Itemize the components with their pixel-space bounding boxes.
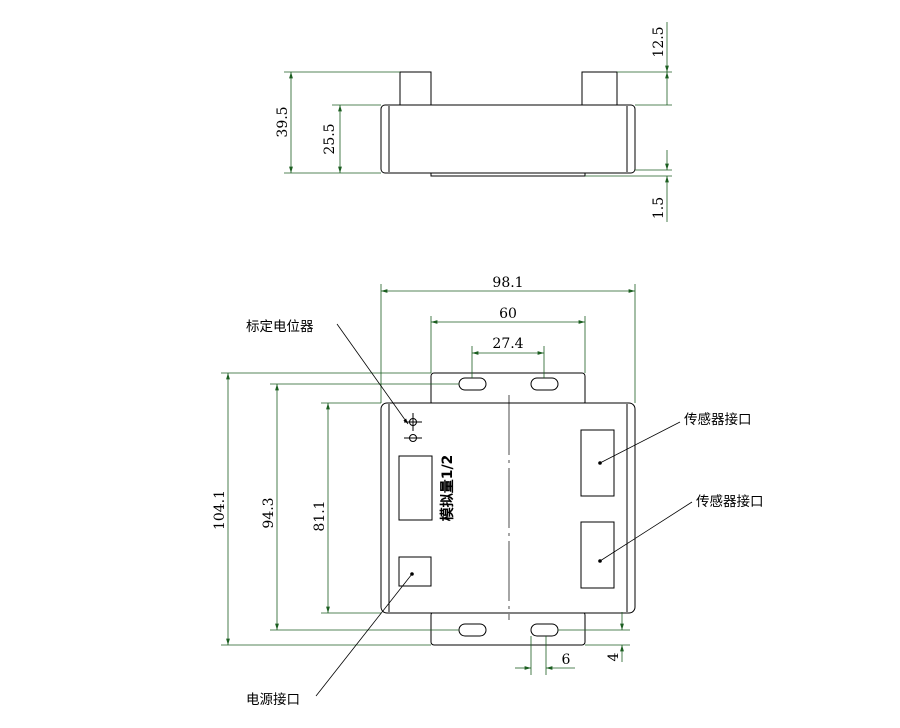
side-body bbox=[380, 104, 636, 174]
dim-bottom-offset: 1.5 bbox=[585, 150, 672, 222]
dim-overall-width: 98.1 bbox=[380, 275, 636, 403]
dim-body-height: 25.5 bbox=[322, 104, 381, 173]
sensor-connector-2 bbox=[580, 521, 615, 589]
board-label: 模拟量1/2 bbox=[439, 455, 456, 522]
side-left-post bbox=[399, 71, 432, 107]
side-bottom-plate bbox=[430, 172, 586, 177]
dim-post-height: 12.5 bbox=[617, 22, 672, 106]
dim-text-98-1: 98.1 bbox=[492, 275, 523, 291]
dim-text-1-5: 1.5 bbox=[651, 197, 667, 219]
dim-tab-offset: 4 bbox=[558, 612, 630, 662]
label-sensor-port-2: 传感器接口 bbox=[696, 493, 764, 510]
dim-tab-width: 60 bbox=[430, 306, 586, 373]
dim-slot-spacing: 27.4 bbox=[471, 336, 545, 378]
dim-slot-width: 6 bbox=[515, 636, 575, 675]
label-potentiometer: 标定电位器 bbox=[246, 319, 314, 335]
dim-text-12-5: 12.5 bbox=[651, 26, 667, 57]
dim-text-6: 6 bbox=[562, 652, 571, 668]
slot-top-right bbox=[530, 377, 559, 391]
dim-body-length: 81.1 bbox=[312, 402, 381, 614]
dim-text-94-3: 94.3 bbox=[261, 497, 277, 528]
sensor-connector-1 bbox=[580, 429, 615, 497]
bottom-mounting-tab bbox=[430, 611, 586, 646]
dim-overall-length: 104.1 bbox=[212, 372, 431, 646]
dim-text-60: 60 bbox=[499, 306, 517, 322]
dim-text-4: 4 bbox=[606, 652, 622, 661]
dim-slot-to-slot: 94.3 bbox=[261, 383, 459, 631]
callout-power-port: 电源接口 bbox=[246, 572, 414, 708]
dim-text-25-5: 25.5 bbox=[322, 123, 338, 154]
side-right-post bbox=[581, 71, 618, 107]
side-view: 39.5 25.5 12.5 1.5 bbox=[275, 22, 672, 222]
display-window bbox=[398, 455, 433, 521]
top-mounting-tab bbox=[430, 372, 586, 406]
callout-sensor-port-2: 传感器接口 bbox=[598, 493, 764, 563]
plan-body bbox=[380, 402, 636, 614]
callout-sensor-port-1: 传感器接口 bbox=[598, 411, 752, 465]
label-sensor-port-1: 传感器接口 bbox=[684, 411, 752, 428]
callout-potentiometer: 标定电位器 bbox=[246, 319, 409, 425]
dim-text-81-1: 81.1 bbox=[312, 500, 328, 531]
dim-overall-height: 39.5 bbox=[275, 71, 400, 174]
label-power-port: 电源接口 bbox=[246, 691, 300, 708]
plan-view: 模拟量1/2 98.1 60 27.4 104.1 bbox=[212, 275, 764, 708]
dim-text-27-4: 27.4 bbox=[492, 336, 523, 352]
dim-text-39-5: 39.5 bbox=[275, 106, 291, 137]
dim-text-104-1: 104.1 bbox=[212, 490, 228, 530]
power-connector bbox=[398, 556, 432, 587]
